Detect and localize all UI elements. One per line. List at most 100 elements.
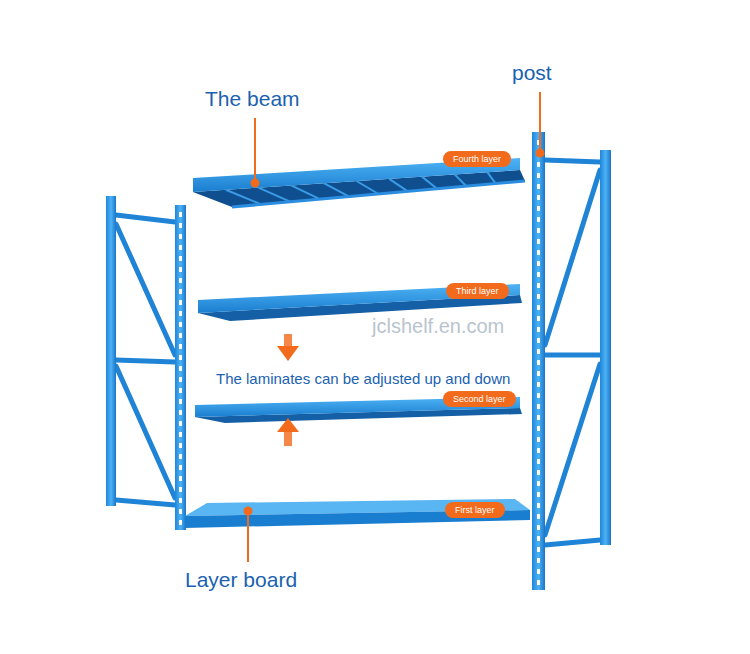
post-hole [537,338,540,343]
deck-slat [389,179,408,192]
layer-board [185,499,530,528]
post-hole [537,228,540,233]
post-hole [537,393,540,398]
layer-tag: First layer [445,502,505,518]
post-hole [179,410,182,415]
post-hole [537,415,540,420]
post-hole [179,278,182,283]
post-hole [179,267,182,272]
post-hole [537,360,540,365]
post-hole [537,239,540,244]
post-hole [179,421,182,426]
post-hole [179,476,182,481]
deck-slat [258,188,290,202]
post-hole [537,382,540,387]
post-hole [179,520,182,525]
right-frame [545,160,600,545]
post-hole [537,294,540,299]
post [532,132,545,590]
post-hole [179,465,182,470]
post-hole [537,503,540,508]
post-hole [179,377,182,382]
post-hole [537,250,540,255]
part-name: Layer board [185,568,297,592]
back-post [600,150,611,545]
post-hole [537,547,540,552]
post-hole [179,300,182,305]
deck-slat [422,177,437,189]
deck-slat [487,172,495,183]
deck-slat [291,185,320,199]
post-hole [179,454,182,459]
post-hole [537,349,540,354]
post-hole [537,569,540,574]
layer-tag: Fourth layer [443,151,511,167]
part-name: The beam [205,87,300,111]
post-hole [179,289,182,294]
post-hole [537,470,540,475]
post-hole [537,580,540,585]
post-hole [537,305,540,310]
post-hole [179,487,182,492]
post-hole [179,256,182,261]
post-hole [179,388,182,393]
deck-slat [357,181,379,194]
post-hole [537,217,540,222]
post-hole [537,162,540,167]
post-hole [537,173,540,178]
left-frame [116,215,175,505]
post-hole [537,536,540,541]
leader-lines [245,92,544,562]
layer-tag: Third layer [446,283,509,299]
post-hole [537,437,540,442]
post-hole [179,399,182,404]
back-post [106,196,116,506]
post-hole [537,404,540,409]
post-hole [179,212,182,217]
post-hole [537,327,540,332]
post-hole [179,443,182,448]
post-holes [179,140,540,585]
deck-slat [226,190,262,205]
post-hole [179,366,182,371]
post-hole [179,333,182,338]
post-hole [537,525,540,530]
layer-name: First layer [455,504,495,516]
post-hole [537,206,540,211]
deck-slat [455,174,467,186]
layer-tag: Second layer [443,391,516,407]
post-hole [179,245,182,250]
post-hole [537,283,540,288]
post-hole [537,481,540,486]
post-hole [537,448,540,453]
post-hole [537,492,540,497]
post-hole [537,316,540,321]
post-hole [179,509,182,514]
post-hole [179,344,182,349]
post-hole [537,195,540,200]
post-hole [179,234,182,239]
post-hole [537,184,540,189]
post-hole [537,371,540,376]
part-name: post [512,61,552,85]
post-hole [537,459,540,464]
layer-name: Fourth layer [453,153,501,165]
post-hole [537,426,540,431]
post-hole [179,311,182,316]
layer-name: Second layer [453,393,506,405]
post-hole [179,223,182,228]
post-hole [537,261,540,266]
adjust-arrows [277,334,299,446]
post-hole [537,272,540,277]
post-hole [179,432,182,437]
post-hole [179,498,182,503]
layer-name: Third layer [456,285,499,297]
post-hole [537,514,540,519]
front-post [175,205,186,530]
post-hole [179,322,182,327]
deck-slat [324,183,349,196]
post-hole [537,558,540,563]
note: The laminates can be adjusted up and dow… [216,370,510,387]
post-hole [179,355,182,360]
